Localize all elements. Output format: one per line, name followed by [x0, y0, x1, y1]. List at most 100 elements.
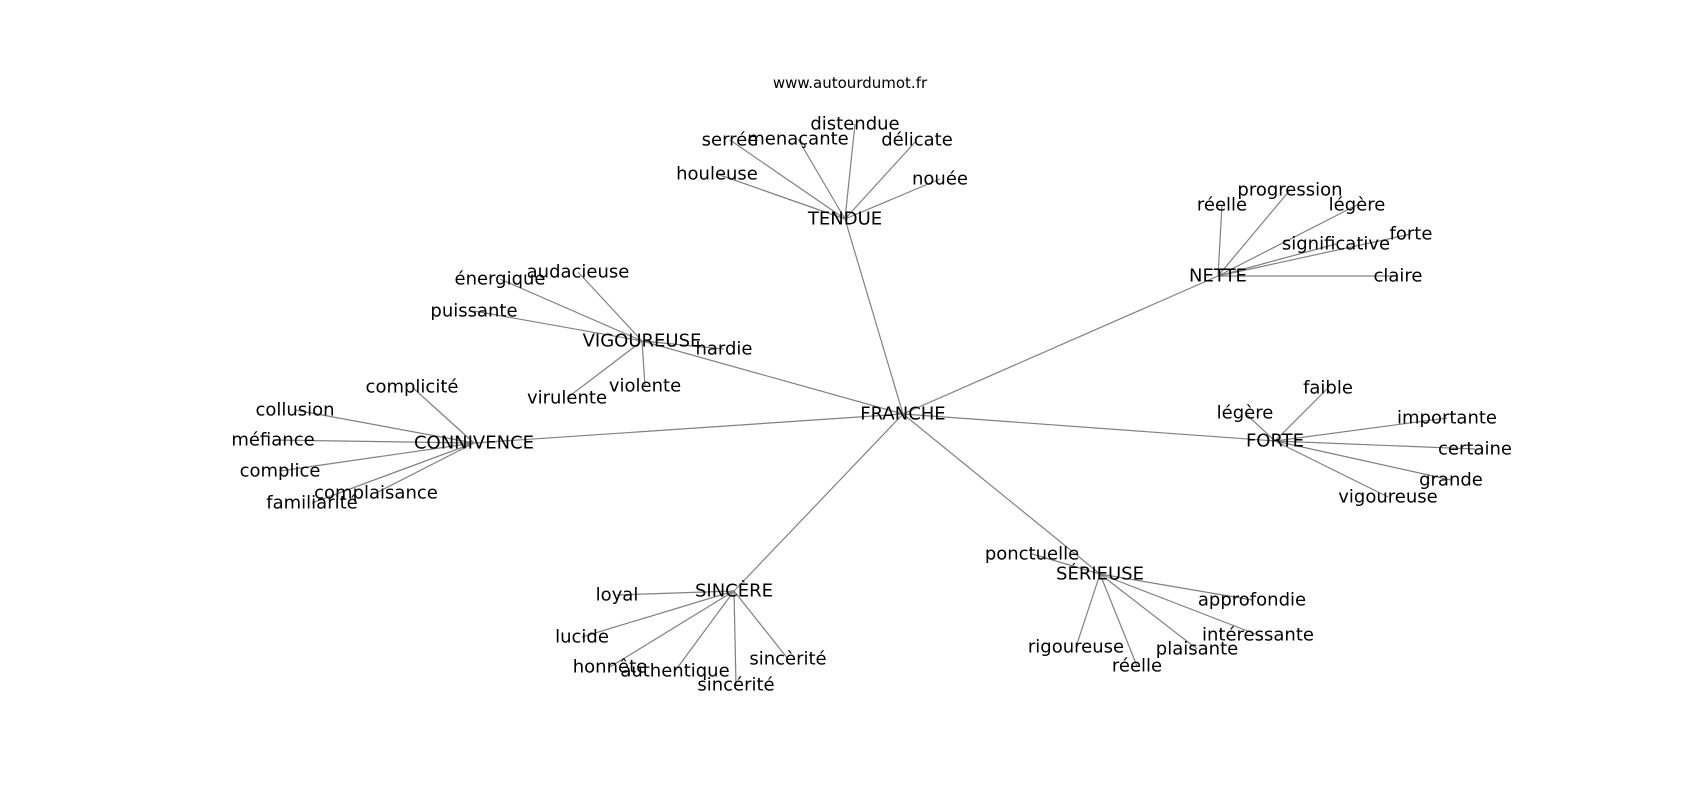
edge-franche-nette	[902, 275, 1219, 415]
edge-tendue-serree	[729, 139, 846, 220]
node-franche: FRANCHE	[860, 404, 945, 425]
graph-edges	[272, 123, 1476, 686]
edge-serieuse-ponctuelle	[1031, 553, 1101, 575]
graph-labels: FRANCHE TENDUE serréemenaçantedistenduedél…	[231, 114, 1512, 696]
edge-connivence-complicite	[411, 386, 475, 444]
leaf-sincere-lucide: lucide	[555, 627, 609, 648]
edge-nette-forte	[1217, 233, 1412, 277]
leaf-vigoureuse-violente: violente	[609, 376, 681, 397]
leaf-forte-legere: légère	[1217, 403, 1274, 424]
leaf-connivence-mefiance: méfiance	[231, 430, 314, 451]
edge-serieuse-approfondie	[1099, 573, 1253, 601]
edge-nette-progression	[1217, 189, 1291, 277]
leaf-connivence-familiarite: familiarité	[266, 493, 357, 514]
edge-connivence-mefiance	[272, 439, 475, 444]
leaf-serieuse-ponctuelle: ponctuelle	[985, 544, 1079, 565]
leaf-serieuse-approfondie: approfondie	[1198, 590, 1306, 611]
edge-serieuse-interessante	[1099, 573, 1259, 636]
edge-franche-forte	[902, 413, 1276, 442]
edge-sincere-authentique	[674, 590, 735, 672]
edge-nette-significative	[1217, 243, 1337, 277]
edge-forte-certaine	[1274, 440, 1476, 450]
edge-connivence-collusion	[294, 409, 475, 444]
edge-forte-legere	[1244, 412, 1276, 442]
leaf-connivence-complice: complice	[240, 461, 321, 482]
edge-serieuse-plaisante	[1099, 573, 1198, 650]
leaf-sincere-loyal: loyal	[596, 585, 639, 606]
edge-vigoureuse-hardie	[641, 340, 725, 350]
leaf-nette-legere: légère	[1329, 195, 1386, 216]
leaf-nette-claire: claire	[1373, 266, 1422, 287]
leaf-nette-reelle: réelle	[1197, 195, 1247, 216]
leaf-forte-faible: faible	[1303, 378, 1353, 399]
edge-forte-grande	[1274, 440, 1452, 481]
leaf-vigoureuse-puissante: puissante	[430, 301, 517, 322]
leaf-vigoureuse-virulente: virulente	[527, 388, 607, 409]
leaf-sincere-honnete: honnête	[573, 657, 647, 678]
leaf-tendue-menacante: menaçante	[747, 129, 849, 150]
edge-connivence-familiarite	[311, 442, 475, 504]
edge-sincere-sincerite	[733, 590, 737, 686]
leaf-serieuse-plaisante: plaisante	[1156, 639, 1238, 660]
leaf-sincere-sincerite: sincérité	[697, 675, 774, 696]
edge-sincere-loyal	[616, 590, 735, 596]
edge-vigoureuse-audacieuse	[577, 271, 643, 342]
edge-vigoureuse-virulente	[566, 340, 643, 399]
edge-serieuse-reelle	[1099, 573, 1138, 667]
edge-sincere-honnete	[609, 590, 735, 668]
leaf-sincere-authentique: authentique	[620, 661, 729, 682]
node-sincere: SINCÈRE	[695, 580, 773, 602]
leaf-vigoureuse-energique: énergique	[455, 269, 546, 290]
leaf-vigoureuse-audacieuse: audacieuse	[527, 262, 630, 283]
edge-connivence-complice	[279, 442, 475, 472]
leaf-forte-vigoureuse: vigoureuse	[1338, 487, 1437, 508]
leaf-tendue-houleuse: houleuse	[676, 164, 758, 185]
leaf-serieuse-rigoureuse: rigoureuse	[1028, 637, 1124, 658]
source-url: www.autourdumot.fr	[773, 74, 928, 92]
leaf-nette-forte: forte	[1390, 224, 1433, 245]
edge-tendue-menacante	[797, 138, 846, 220]
edge-forte-importante	[1274, 417, 1448, 442]
node-connivence: CONNIVENCE	[414, 433, 534, 454]
leaf-forte-certaine: certaine	[1438, 439, 1512, 460]
edge-tendue-distendue	[844, 123, 856, 220]
leaf-connivence-collusion: collusion	[255, 400, 334, 421]
leaf-vigoureuse-hardie: hardie	[695, 339, 752, 360]
node-serieuse: SÉRIEUSE	[1056, 563, 1144, 585]
edge-tendue-nouee	[844, 178, 941, 220]
edge-franche-vigoureuse	[641, 340, 904, 415]
node-vigoureuse: VIGOUREUSE	[583, 331, 702, 352]
edge-connivence-complaisance	[375, 442, 475, 494]
leaf-connivence-complaisance: complaisance	[314, 483, 438, 504]
edge-sincere-lucide	[581, 590, 735, 638]
edge-franche-connivence	[473, 413, 904, 444]
edge-forte-vigoureuse	[1274, 440, 1389, 498]
leaf-forte-grande: grande	[1419, 470, 1483, 491]
edge-nette-legere	[1217, 204, 1358, 277]
leaf-tendue-serree: serrée	[702, 130, 759, 151]
edge-tendue-houleuse	[716, 173, 846, 220]
node-forte: FORTE	[1246, 431, 1304, 452]
edge-franche-serieuse	[902, 413, 1101, 575]
edge-vigoureuse-violente	[641, 340, 646, 387]
leaf-connivence-complicite: complicité	[366, 377, 459, 398]
leaf-tendue-delicate: délicate	[881, 130, 953, 151]
leaf-serieuse-interessante: intéressante	[1202, 625, 1314, 646]
leaf-nette-significative: significative	[1282, 234, 1390, 255]
leaf-sincere-sincerite: sincèrité	[749, 649, 826, 670]
edge-serieuse-rigoureuse	[1075, 573, 1101, 648]
edge-forte-faible	[1274, 387, 1329, 442]
leaf-tendue-nouee: nouée	[912, 169, 968, 190]
leaf-nette-progression: progression	[1237, 180, 1342, 201]
edge-franche-sincere	[733, 413, 904, 592]
node-nette: NETTE	[1189, 266, 1247, 287]
leaf-tendue-distendue: distendue	[810, 114, 899, 135]
edge-nette-reelle	[1217, 204, 1223, 277]
edge-vigoureuse-puissante	[473, 310, 643, 342]
edge-franche-tendue	[844, 218, 904, 415]
node-tendue: TENDUE	[807, 209, 882, 230]
leaf-serieuse-reelle: réelle	[1112, 656, 1162, 677]
edge-sincere-sincerite	[733, 590, 789, 660]
leaf-forte-importante: importante	[1397, 408, 1497, 429]
